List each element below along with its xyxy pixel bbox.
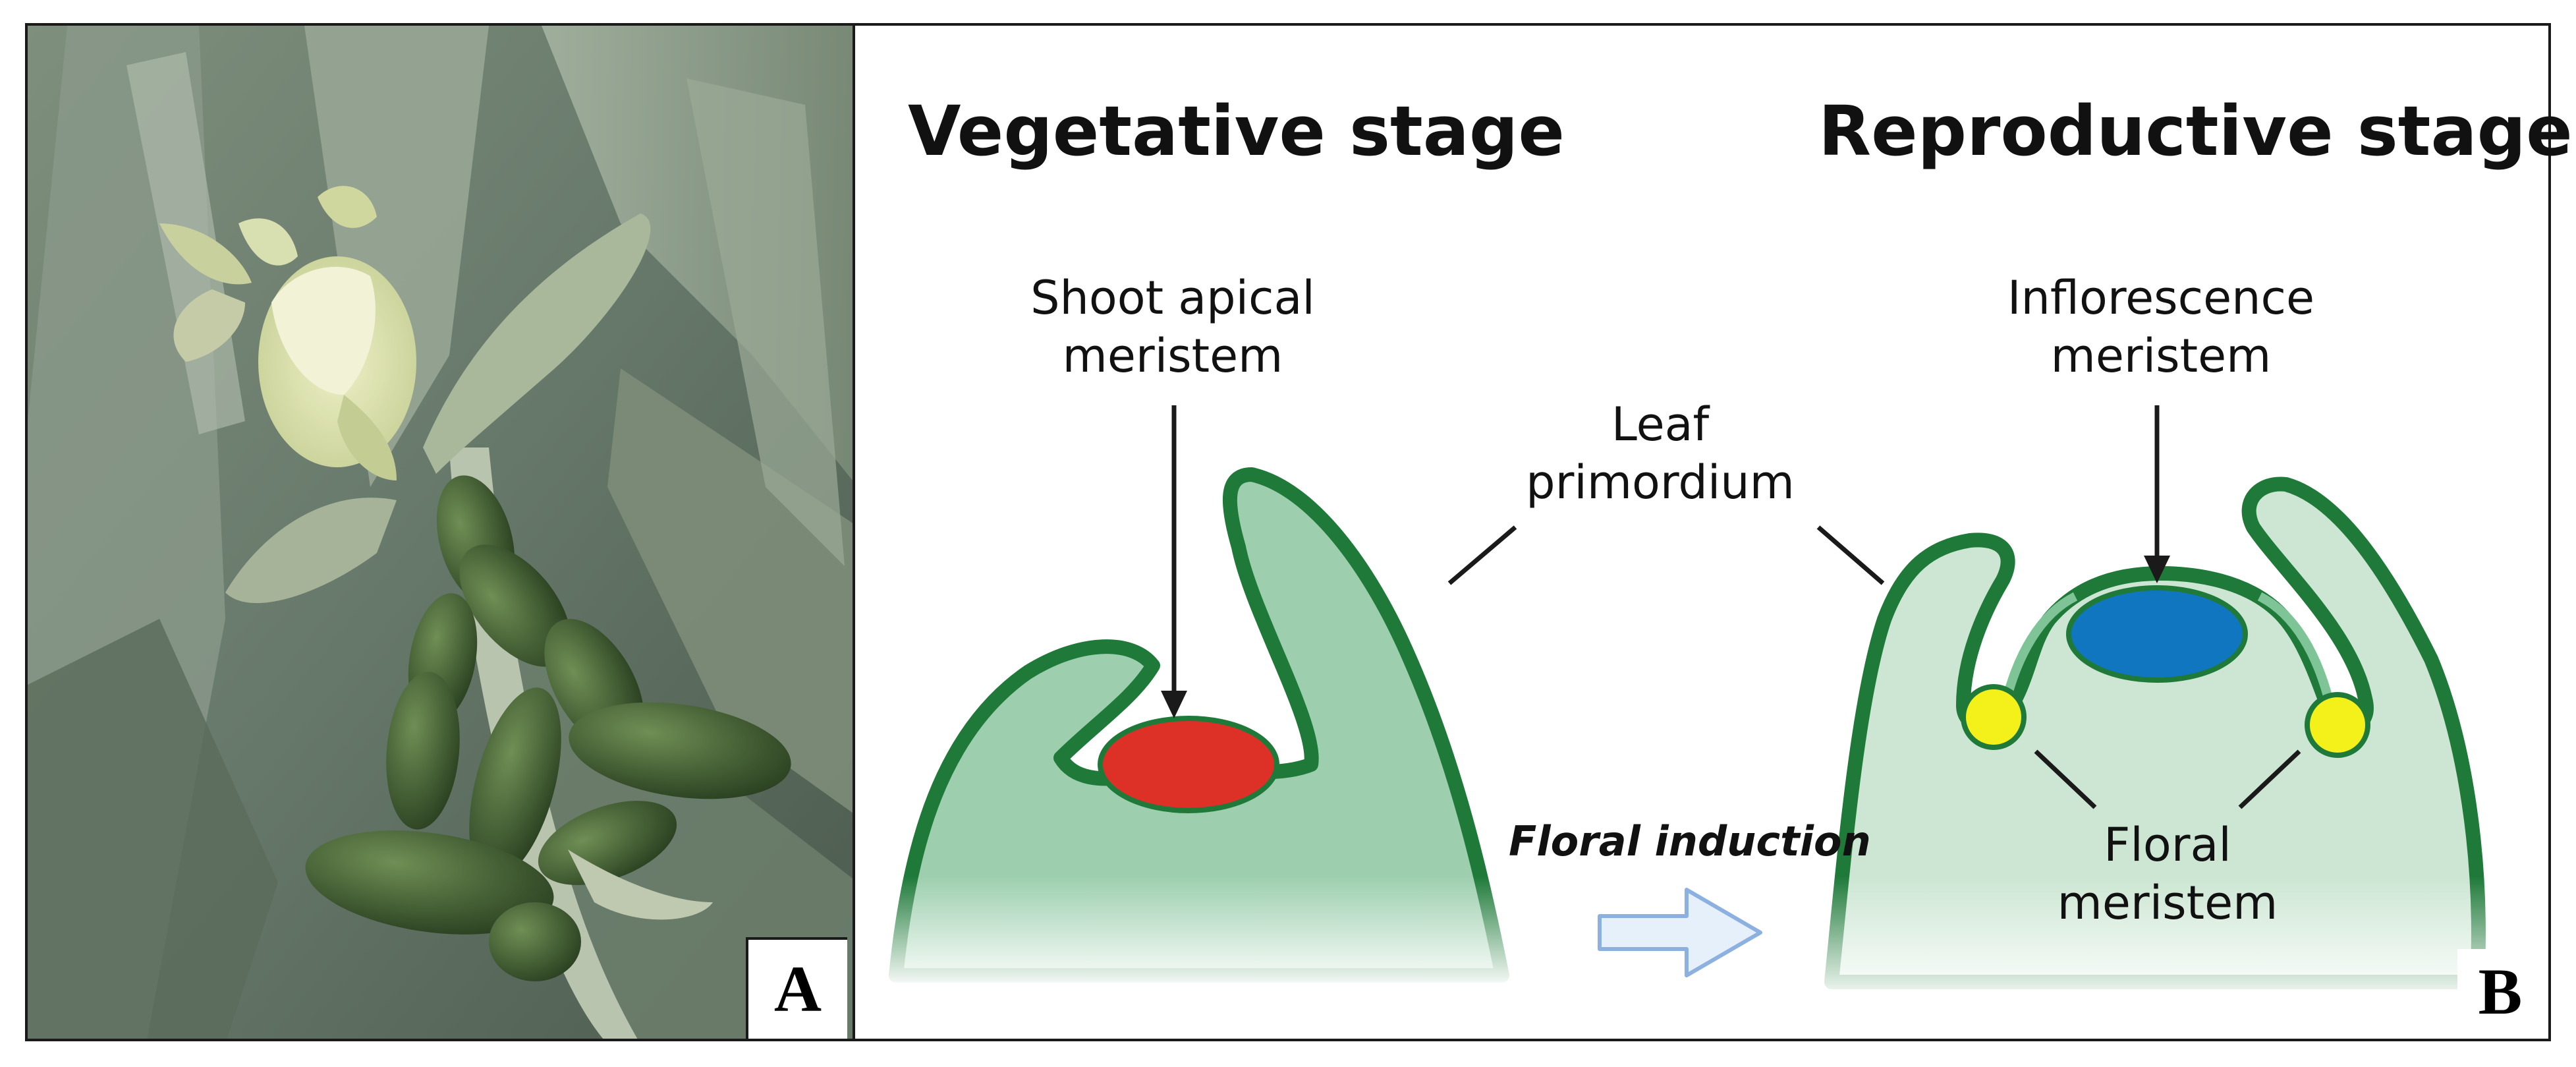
leader-lines	[1171, 405, 2301, 809]
shoot-apical-meristem-label: Shoot apical meristem	[975, 269, 1370, 385]
floral-meristem-left	[1961, 684, 2027, 750]
label-line: meristem	[1062, 329, 1283, 383]
vegetative-tissue	[889, 467, 1509, 983]
photo-panel: A	[25, 23, 855, 1041]
leaf-leader-right	[1816, 525, 1885, 585]
shoot-apical-meristem	[1098, 716, 1279, 813]
floral-leader-left	[2034, 749, 2097, 809]
sam-arrowhead	[1161, 691, 1187, 718]
orchid-photo	[28, 26, 853, 1039]
floral-leader-right	[2238, 749, 2301, 809]
reproductive-stage-title: Reproductive stage	[1818, 91, 2573, 171]
vegetative-stage-title: Vegetative stage	[908, 91, 1565, 171]
label-line: Leaf	[1611, 397, 1710, 451]
label-line: meristem	[2050, 329, 2272, 383]
reproductive-tissue	[1824, 476, 2486, 989]
label-line: meristem	[2057, 876, 2278, 930]
floral-induction-arrow	[1598, 888, 1762, 977]
inflorescence-meristem	[2066, 585, 2248, 683]
label-line: Shoot apical	[1030, 271, 1315, 325]
reproductive-shoot	[1818, 476, 2490, 1002]
label-line: Inflorescence	[2007, 271, 2315, 325]
inflorescence-arrowhead	[2144, 556, 2170, 583]
leaf-primordium-label: Leaf primordium	[1489, 395, 1832, 511]
label-line: primordium	[1526, 455, 1795, 509]
diagram-panel	[853, 23, 2551, 1041]
vegetative-shoot	[876, 467, 1522, 989]
floral-meristem-right	[2305, 692, 2370, 758]
floral-meristem-label: Floral meristem	[2003, 816, 2332, 932]
floral-induction-label: Floral induction	[1509, 817, 1871, 865]
panel-letter-b: B	[2457, 949, 2543, 1035]
leaf-leader-left	[1447, 525, 1517, 585]
panel-letter-a: A	[746, 937, 847, 1039]
label-line: Floral	[2104, 818, 2231, 872]
inflorescence-meristem-label: Inflorescence meristem	[1963, 269, 2359, 385]
